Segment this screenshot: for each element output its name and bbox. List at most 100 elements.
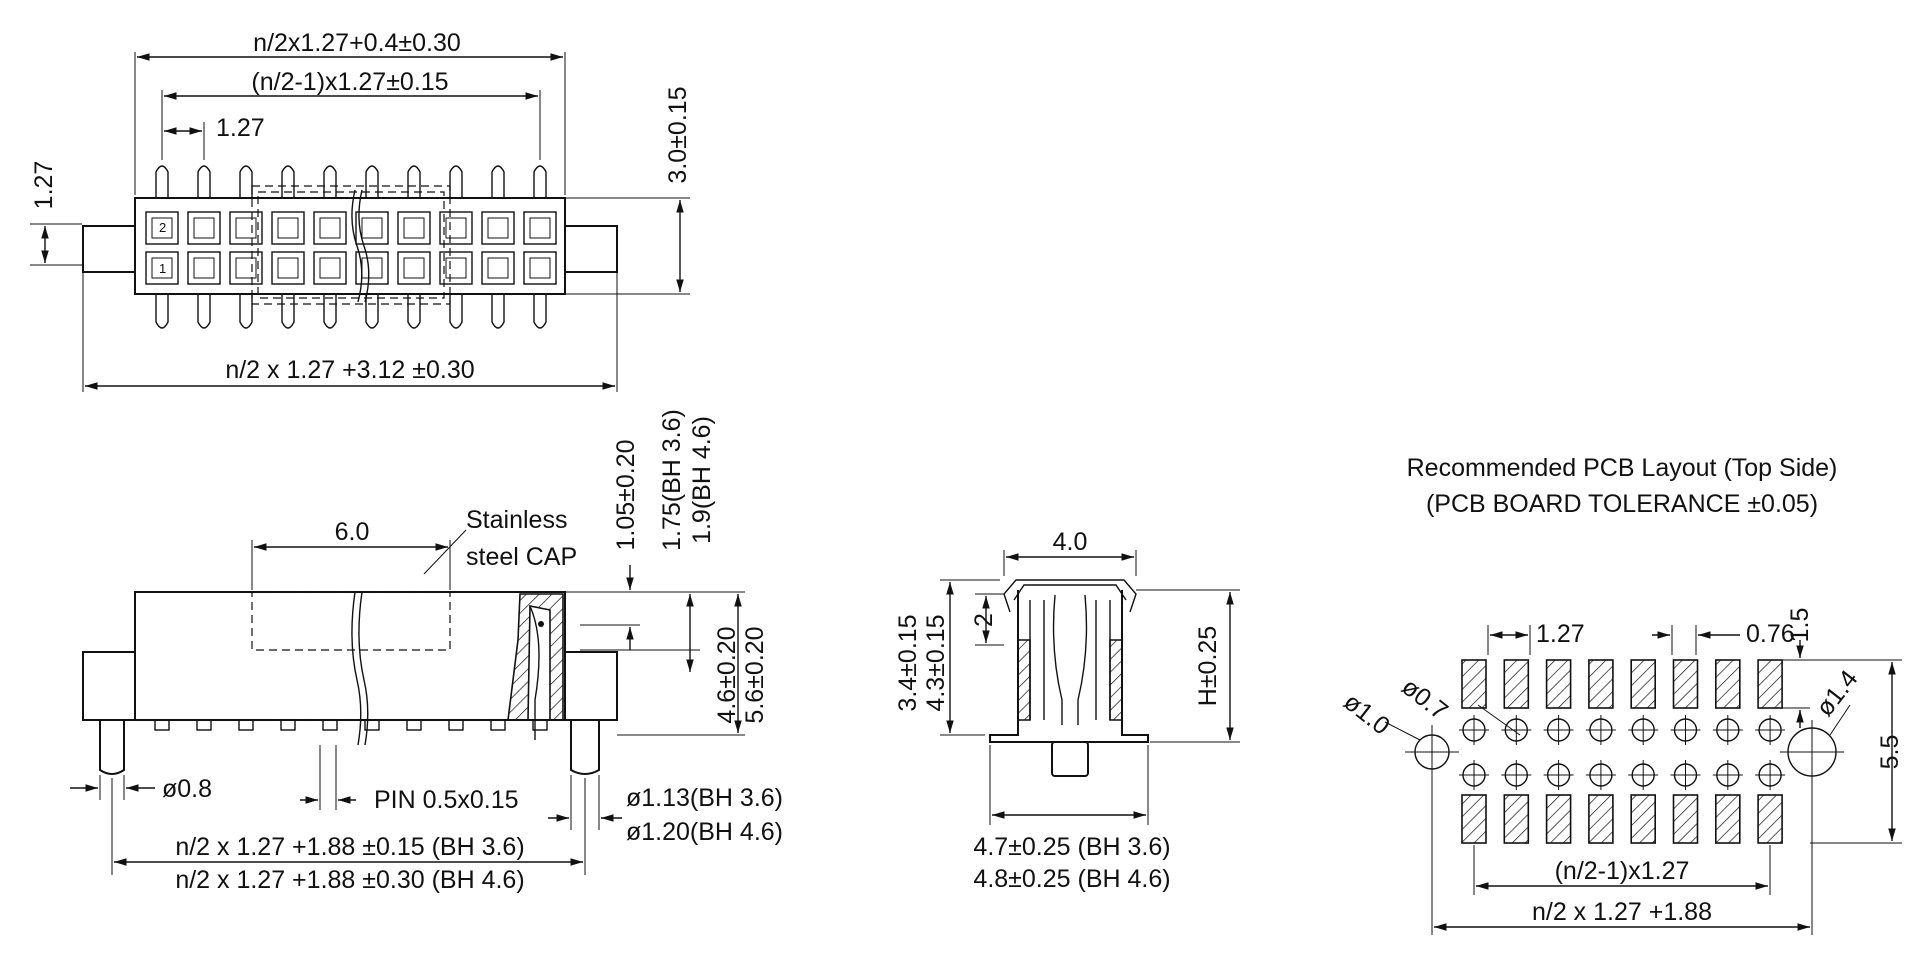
side-post-left [99,720,125,775]
dim-height-a: 4.6±0.20 [713,626,741,723]
side-pin-stub [322,719,338,731]
pcb-pad-top [1672,659,1699,709]
top-pin-tail-lower [323,294,337,329]
top-contact-cell [523,251,557,285]
top-pin-tail-upper [533,165,547,198]
top-pin-tail-upper [407,165,421,198]
top-contact-inner [487,217,509,239]
side-pin-stub [154,719,170,731]
top-pin-tail-lower [365,294,379,329]
side-pin-array [154,719,548,731]
pcb-pad-top [1757,659,1783,709]
top-peg-left [82,225,136,273]
dim-height: 3.0±0.15 [664,86,692,183]
pcb-pad-top [1715,659,1741,709]
top-contact-cell [313,211,347,245]
top-contact-inner [529,217,551,239]
pcb-dim-hole-large-right: ø1.4 [1811,665,1864,722]
top-contact-inner [151,217,173,239]
top-contact-cell [271,211,305,245]
dim-pin-offset-b: 1.9(BH 4.6) [688,416,716,544]
top-pin-tail-lower [281,294,295,329]
pcb-dim-span-vertical: 5.5 [1876,735,1904,770]
top-contact-cell [355,211,389,245]
top-pin-tail-lower [533,294,547,329]
pcb-pad-bottom [1588,794,1614,844]
side-cap-outline [251,591,451,651]
top-pin-array [145,165,557,329]
top-view: 2 1 n/2x1.27+0.4±0.30 (n/2-1)x1.27±0.15 … [30,29,692,392]
dim-post-dia: ø0.8 [162,775,212,803]
pcb-pad-bottom [1461,794,1487,844]
dim-cap-offset: 1.05±0.20 [612,439,640,550]
top-pin-tail-upper [449,165,463,198]
top-contact-cell [145,211,179,245]
pcb-dim-hole-large-left: ø1.0 [1338,688,1395,741]
dim-peg-dia-b: ø1.20(BH 4.6) [626,818,783,846]
top-contact-cell [355,251,389,285]
top-contact-inner [403,217,425,239]
top-pin-tail-lower [491,294,505,329]
dim-pitch: 1.27 [216,114,265,142]
side-peg-right [564,651,618,721]
top-contact-cell [397,251,431,285]
pcb-dim-overall: n/2 x 1.27 +1.88 [1532,898,1712,926]
top-contact-cell [481,211,515,245]
top-pin-tail-lower [449,294,463,329]
dim-pin-size: PIN 0.5x0.15 [374,786,519,814]
top-contact-cell [145,251,179,285]
top-pin-tail-upper [155,165,169,198]
top-contact-inner [445,257,467,279]
top-contact-cell [229,251,263,285]
side-pin-stub [280,719,296,731]
top-pin-tail-lower [197,294,211,329]
pcb-pad-bottom [1757,794,1783,844]
side-pin-stub [406,719,422,731]
end-view: 4.0 3.4±0.15 4.3±0.15 2 H±0.25 4.7±0.25 … [894,528,1240,893]
top-contact-cell [229,211,263,245]
top-pin-tail-upper [239,165,253,198]
top-contact-inner [361,217,383,239]
pcb-pad-array [1459,659,1786,844]
pcb-dim-pad-length: 1.5 [1786,608,1814,643]
cap-label-line2: steel CAP [466,543,577,571]
pcb-pad-bottom [1545,794,1572,844]
side-pin-stub [448,719,464,731]
dim-end-small: 2 [970,613,998,627]
top-contact-inner [403,257,425,279]
pin-label-2: 2 [159,220,166,235]
top-pin-tail-upper [281,165,295,198]
dim-end-h: H±0.25 [1194,626,1222,706]
top-contact-cell [313,251,347,285]
dim-row-pitch: 1.27 [30,161,58,210]
top-contact-inner [361,257,383,279]
pcb-pad-top [1588,659,1614,709]
pcb-pad-bottom [1503,794,1530,844]
top-contact-inner [487,257,509,279]
pcb-title-line2: (PCB BOARD TOLERANCE ±0.05) [1426,490,1818,518]
pcb-pad-top [1545,659,1572,709]
top-contact-cell [187,211,221,245]
side-pin-stub [238,719,254,731]
end-cap [1003,579,1137,613]
dim-pin-offset-a: 1.75(BH 3.6) [658,409,686,551]
top-contact-inner [151,257,173,279]
end-contacts [1029,594,1111,725]
dim-overall-length: n/2 x 1.27 +3.12 ±0.30 [225,356,474,384]
dim-overall-housing: n/2x1.27+0.4±0.30 [253,29,461,57]
top-contact-inner [319,257,341,279]
side-view: 6.0 Stainless steel CAP 1.05±0.20 1.75(B… [70,409,783,894]
pcb-pad-bottom [1630,794,1656,844]
top-contact-cell [397,211,431,245]
dim-end-width-top: 4.0 [1053,528,1088,556]
pcb-layout: Recommended PCB Layout (Top Side) (PCB B… [1338,454,1904,935]
side-pin-stub [490,719,506,731]
pcb-pad-top [1503,659,1530,709]
top-contact-inner [445,217,467,239]
top-pin-tail-upper [365,165,379,198]
top-pin-tail-upper [197,165,211,198]
cap-label-line1: Stainless [466,506,567,534]
top-contact-cell [439,251,473,285]
dim-end-foot-b: 4.8±0.25 (BH 4.6) [973,865,1170,893]
